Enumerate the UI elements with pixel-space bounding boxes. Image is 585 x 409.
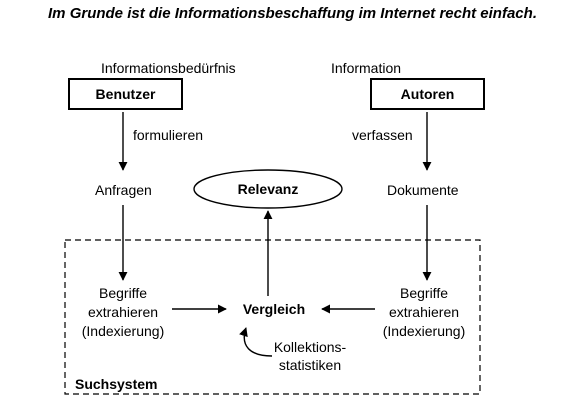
anfragen-label: Anfragen xyxy=(95,182,152,198)
relevanz-label: Relevanz xyxy=(237,181,299,197)
benutzer-label: Benutzer xyxy=(95,86,156,102)
statistics-text: Kollektions- statistiken xyxy=(264,338,356,374)
information-label: Information xyxy=(331,60,402,76)
verfassen-label: verfassen xyxy=(352,127,413,143)
info-need-label: Informationsbedürfnis xyxy=(101,60,236,76)
left-extract-line1: Begriffe xyxy=(99,285,147,301)
left-extract-text: Begriffe extrahieren (Indexierung) xyxy=(73,284,173,341)
statistics-line2: statistiken xyxy=(278,357,342,373)
right-extract-line1: Begriffe xyxy=(400,285,448,301)
right-extract-line3: (Indexierung) xyxy=(382,323,466,339)
autoren-label: Autoren xyxy=(400,86,455,102)
left-extract-line2: extrahieren xyxy=(87,304,159,320)
vergleich-label: Vergleich xyxy=(242,301,306,317)
benutzer-box: Benutzer xyxy=(68,78,183,110)
right-extract-text: Begriffe extrahieren (Indexierung) xyxy=(374,284,474,341)
left-extract-line3: (Indexierung) xyxy=(81,323,165,339)
search-system-boundary xyxy=(64,239,481,395)
right-extract-line2: extrahieren xyxy=(388,304,460,320)
search-system-label: Suchsystem xyxy=(75,376,158,392)
arrow-stats-vergleich xyxy=(239,327,273,357)
relevance-ellipse xyxy=(193,169,343,209)
statistics-line1: Kollektions- xyxy=(273,339,347,355)
formulieren-label: formulieren xyxy=(133,127,204,143)
autoren-box: Autoren xyxy=(370,78,485,110)
dokumente-label: Dokumente xyxy=(387,182,459,198)
page-title: Im Grunde ist die Informationsbeschaffun… xyxy=(48,5,537,22)
